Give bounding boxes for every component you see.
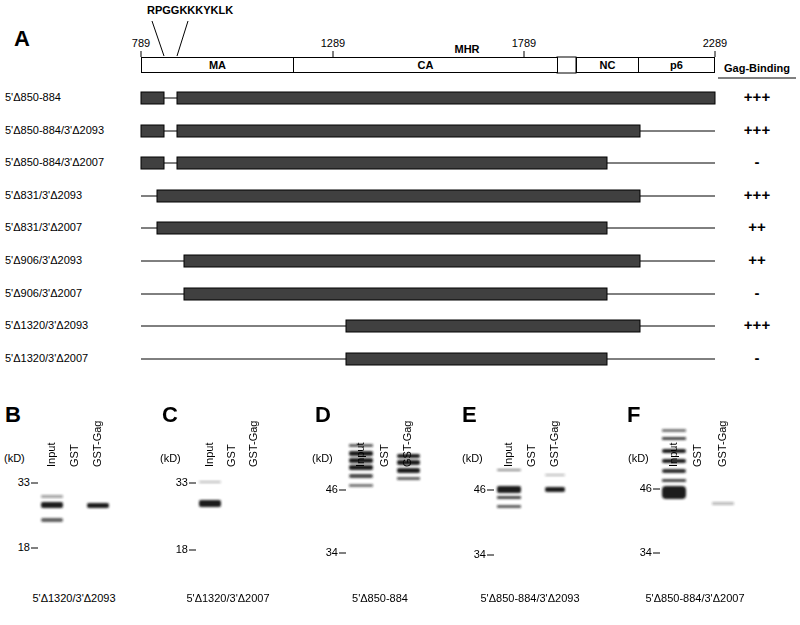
construct-name: 5'Δ1320/3'Δ2007 — [5, 352, 88, 365]
panel-letter: C — [162, 402, 178, 428]
unit-label: (kD) — [160, 452, 181, 465]
binding-score: ++ — [748, 251, 766, 269]
binding-score: - — [755, 349, 760, 367]
marker-size: 46 — [326, 483, 338, 496]
domain-label: CA — [418, 58, 434, 72]
blot-bands — [41, 429, 734, 522]
leader-lines — [152, 21, 188, 56]
construct-name: 5'Δ850-884 — [5, 91, 61, 104]
blot-caption: 5'Δ850-884/3'Δ2093 — [480, 592, 579, 605]
position-number: 2289 — [703, 37, 727, 50]
panel-letter: D — [315, 402, 331, 428]
position-number: 789 — [132, 37, 150, 50]
binding-score: +++ — [744, 186, 770, 204]
blot-caption: 5'Δ850-884 — [352, 592, 408, 605]
construct-name: 5'Δ906/3'Δ2007 — [5, 287, 82, 300]
construct-name: 5'Δ850-884/3'Δ2007 — [5, 156, 104, 169]
marker-size: 34 — [640, 546, 652, 559]
construct-name: 5'Δ906/3'Δ2093 — [5, 254, 82, 267]
lane-label: GST-Gag — [401, 421, 414, 467]
header-rule — [718, 78, 796, 79]
marker-size: 46 — [640, 482, 652, 495]
gag-domain-box: NC — [576, 57, 639, 73]
lane-label: GST — [225, 444, 238, 467]
panel-letter: A — [14, 26, 30, 52]
construct-name: 5'Δ1320/3'Δ2093 — [5, 319, 88, 332]
position-number: 1289 — [321, 37, 345, 50]
binding-score: - — [755, 153, 760, 171]
lane-label: Input — [203, 443, 216, 467]
domain-label: MA — [209, 58, 226, 72]
unit-label: (kD) — [628, 452, 649, 465]
binding-score: - — [755, 284, 760, 302]
marker-size: 46 — [474, 483, 486, 496]
lane-label: GST — [691, 444, 704, 467]
lane-label: GST-Gag — [247, 421, 260, 467]
binding-score: +++ — [744, 88, 770, 106]
blot-caption: 5'Δ1320/3'Δ2093 — [32, 592, 115, 605]
unit-label: (kD) — [462, 452, 483, 465]
panel-letter: B — [5, 402, 21, 428]
marker-size: 18 — [176, 543, 188, 556]
column-header: Gag-Binding — [724, 62, 790, 75]
lane-label: GST — [378, 444, 391, 467]
lane-label: Input — [45, 443, 58, 467]
map-segment — [557, 57, 576, 73]
marker-ticks — [31, 483, 660, 555]
marker-size: 18 — [18, 541, 30, 554]
lane-label: GST — [68, 444, 81, 467]
blot-caption: 5'Δ850-884/3'Δ2007 — [645, 592, 744, 605]
gag-domain-box: p6 — [638, 57, 715, 73]
construct-name: 5'Δ831/3'Δ2093 — [5, 189, 82, 202]
position-number: 1789 — [512, 37, 536, 50]
construct-name: 5'Δ850-884/3'Δ2093 — [5, 124, 104, 137]
domain-label: p6 — [670, 58, 683, 72]
sequence-label: RPGGKKKYKLK — [147, 4, 233, 17]
gag-domain-box: MA — [141, 57, 294, 73]
marker-size: 34 — [326, 546, 338, 559]
lane-label: GST-Gag — [91, 421, 104, 467]
unit-label: (kD) — [4, 452, 25, 465]
panel-letter: F — [627, 402, 640, 428]
blot-caption: 5'Δ1320/3'Δ2007 — [186, 592, 269, 605]
construct-name: 5'Δ831/3'Δ2007 — [5, 221, 82, 234]
marker-size: 33 — [18, 476, 30, 489]
unit-label: (kD) — [312, 452, 333, 465]
lane-label: GST-Gag — [548, 421, 561, 467]
marker-size: 33 — [176, 476, 188, 489]
gag-domain-box: CA — [293, 57, 558, 73]
domain-label: NC — [600, 58, 616, 72]
binding-score: +++ — [744, 316, 770, 334]
lane-label: GST-Gag — [716, 421, 729, 467]
construct-bars — [141, 92, 715, 365]
lane-label: Input — [667, 443, 680, 467]
lane-label: GST — [525, 444, 538, 467]
binding-score: ++ — [748, 218, 766, 236]
marker-size: 34 — [474, 548, 486, 561]
lane-label: Input — [502, 443, 515, 467]
panel-letter: E — [462, 402, 477, 428]
lane-label: Input — [354, 443, 367, 467]
region-label: MHR — [454, 43, 479, 56]
binding-score: +++ — [744, 121, 770, 139]
